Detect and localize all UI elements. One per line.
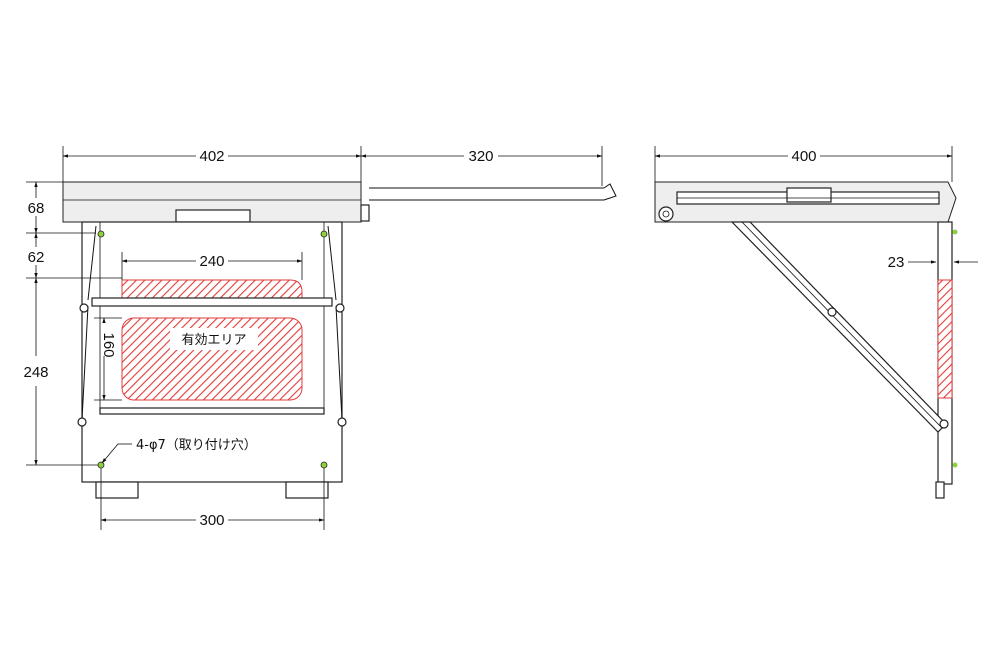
effective-area-label: 有効エリア	[181, 333, 246, 348]
hinge-icon	[658, 206, 674, 222]
tray-handle	[175, 209, 251, 223]
mounting-hole-icon	[320, 461, 328, 469]
bolt-icon	[79, 303, 89, 313]
dim-height-lower: 248	[23, 364, 48, 381]
front-dimensions: 402 320 240 300 68 62 248	[22, 146, 603, 530]
mounting-hole-icon	[97, 230, 105, 238]
guide-rail	[91, 297, 333, 307]
diagonal-brace	[730, 221, 947, 433]
dim-effective-height: 160	[100, 332, 117, 357]
hatch-upper	[121, 279, 303, 301]
side-dimensions: 400 23	[654, 146, 978, 271]
dim-side-offset: 23	[888, 254, 905, 271]
pivot-icon	[827, 307, 837, 317]
bottom-bar	[99, 407, 325, 415]
bolt-icon	[77, 417, 87, 427]
side-handle	[786, 187, 832, 203]
foot-right	[285, 481, 329, 499]
dim-front-width: 402	[199, 148, 224, 165]
mounting-hole-icon	[97, 461, 105, 469]
dim-height-top: 68	[28, 200, 45, 217]
bolt-icon	[335, 303, 345, 313]
dim-extension: 320	[468, 148, 493, 165]
dim-side-depth: 400	[791, 148, 816, 165]
mounting-hole-icon	[952, 229, 958, 235]
bolt-icon	[939, 419, 949, 429]
side-hatch	[937, 279, 953, 399]
bolt-icon	[337, 417, 347, 427]
dim-hole-pitch: 300	[199, 512, 224, 529]
side-knob	[360, 204, 370, 222]
side-view	[654, 181, 958, 499]
dim-inner-width: 240	[199, 253, 224, 270]
plate-foot	[935, 481, 945, 499]
mounting-holes-label: 4-φ7（取り付け穴）	[136, 438, 257, 453]
mounting-hole-icon	[320, 230, 328, 238]
front-view: 有効エリア	[62, 181, 617, 499]
foot-left	[95, 481, 139, 499]
dim-height-upper: 62	[28, 249, 45, 266]
mounting-hole-icon	[952, 462, 958, 468]
rod-hook	[603, 183, 617, 201]
